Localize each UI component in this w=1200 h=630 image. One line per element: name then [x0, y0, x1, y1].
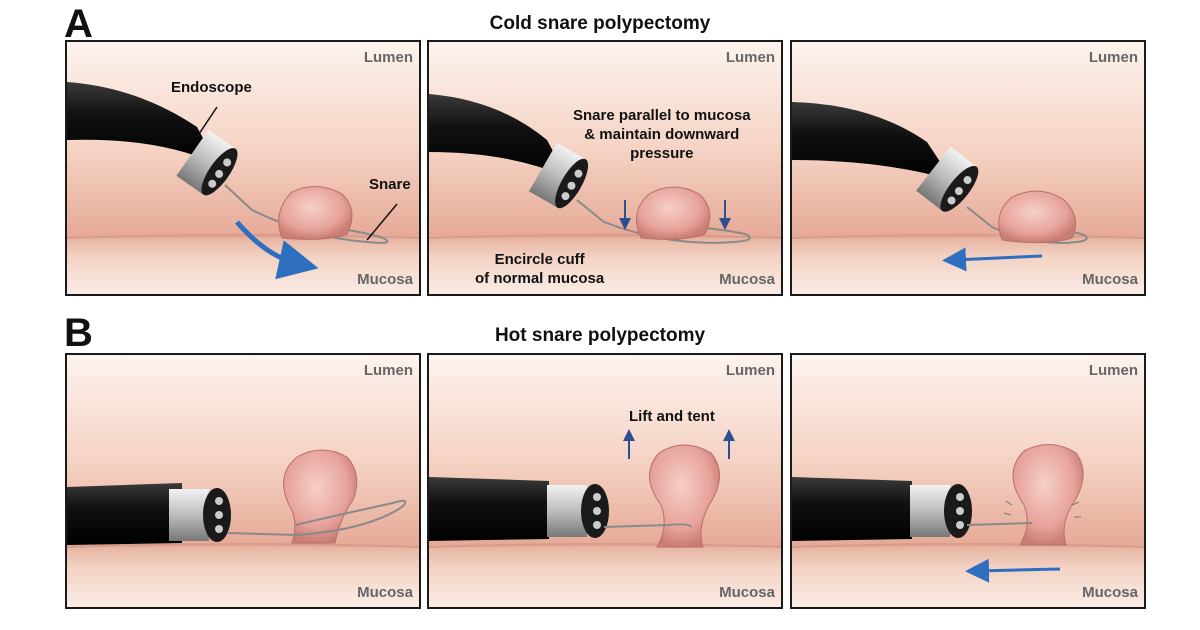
cuff-line-1: Encircle cuff	[494, 251, 585, 268]
mucosa-label: Mucosa	[1082, 584, 1138, 601]
note-line-3: pressure	[630, 145, 694, 162]
lumen-label: Lumen	[363, 362, 413, 379]
polyp-icon	[649, 444, 720, 548]
panel-b1-illustration	[67, 355, 419, 607]
encircle-cuff-note: Encircle cuff of normal mucosa	[475, 250, 604, 288]
lift-and-tent-note: Lift and tent	[629, 408, 715, 425]
section-title-cold: Cold snare polypectomy	[489, 13, 711, 34]
note-line-2: & maintain downward	[584, 126, 740, 143]
endoscope-icon	[792, 477, 972, 541]
polyp-icon	[1012, 444, 1084, 546]
panel-b3: Lumen Mucosa	[790, 353, 1146, 609]
mucosa-label: Mucosa	[719, 271, 775, 288]
lumen-label: Lumen	[363, 49, 413, 66]
endoscope-label: Endoscope	[171, 79, 252, 96]
section-letter-b: B	[64, 311, 93, 355]
section-title-hot: Hot snare polypectomy	[494, 325, 706, 346]
mucosa-label: Mucosa	[719, 584, 775, 601]
section-letter-a: A	[64, 2, 93, 46]
polyp-icon	[278, 186, 353, 240]
panel-a2-illustration	[429, 42, 781, 294]
endoscope-icon	[429, 477, 609, 541]
blue-arrow-icon	[235, 220, 319, 280]
snare-icon	[603, 523, 692, 528]
snare-label: Snare	[369, 176, 411, 193]
cuff-line-2: of normal mucosa	[475, 270, 605, 287]
panel-b2-illustration	[429, 355, 781, 607]
mucosa-label: Mucosa	[1082, 271, 1138, 288]
endoscope-icon	[67, 82, 238, 196]
lumen-label: Lumen	[725, 362, 775, 379]
polyp-icon	[998, 190, 1077, 244]
note-line-1: Snare parallel to mucosa	[573, 107, 751, 124]
polyp-icon	[636, 186, 711, 240]
snare-icon	[226, 499, 407, 537]
panel-a1: Lumen Mucosa Endoscope Snare	[65, 40, 421, 296]
panel-a3: Lumen Mucosa	[790, 40, 1146, 296]
endoscope-icon	[67, 483, 231, 545]
panel-b3-illustration	[792, 355, 1144, 607]
mucosa-label: Mucosa	[357, 271, 413, 288]
panel-a2: Lumen Mucosa Snare parallel to mucosa & …	[427, 40, 783, 296]
panel-b1: Lumen Mucosa	[65, 353, 421, 609]
endoscope-icon	[792, 102, 979, 212]
lumen-label: Lumen	[1088, 362, 1138, 379]
mucosa-label: Mucosa	[357, 584, 413, 601]
lumen-label: Lumen	[1088, 49, 1138, 66]
endoscope-icon	[429, 94, 589, 209]
panel-a1-illustration	[67, 42, 419, 294]
lumen-label: Lumen	[725, 49, 775, 66]
polyp-icon	[283, 449, 358, 544]
panel-a3-illustration	[792, 42, 1144, 294]
snare-icon	[966, 522, 1033, 526]
blue-arrow-icon	[965, 558, 1061, 583]
blue-arrow-icon	[942, 247, 1043, 272]
panel-b2: Lumen Mucosa Lift and tent	[427, 353, 783, 609]
snare-parallel-note: Snare parallel to mucosa & maintain down…	[573, 106, 751, 163]
